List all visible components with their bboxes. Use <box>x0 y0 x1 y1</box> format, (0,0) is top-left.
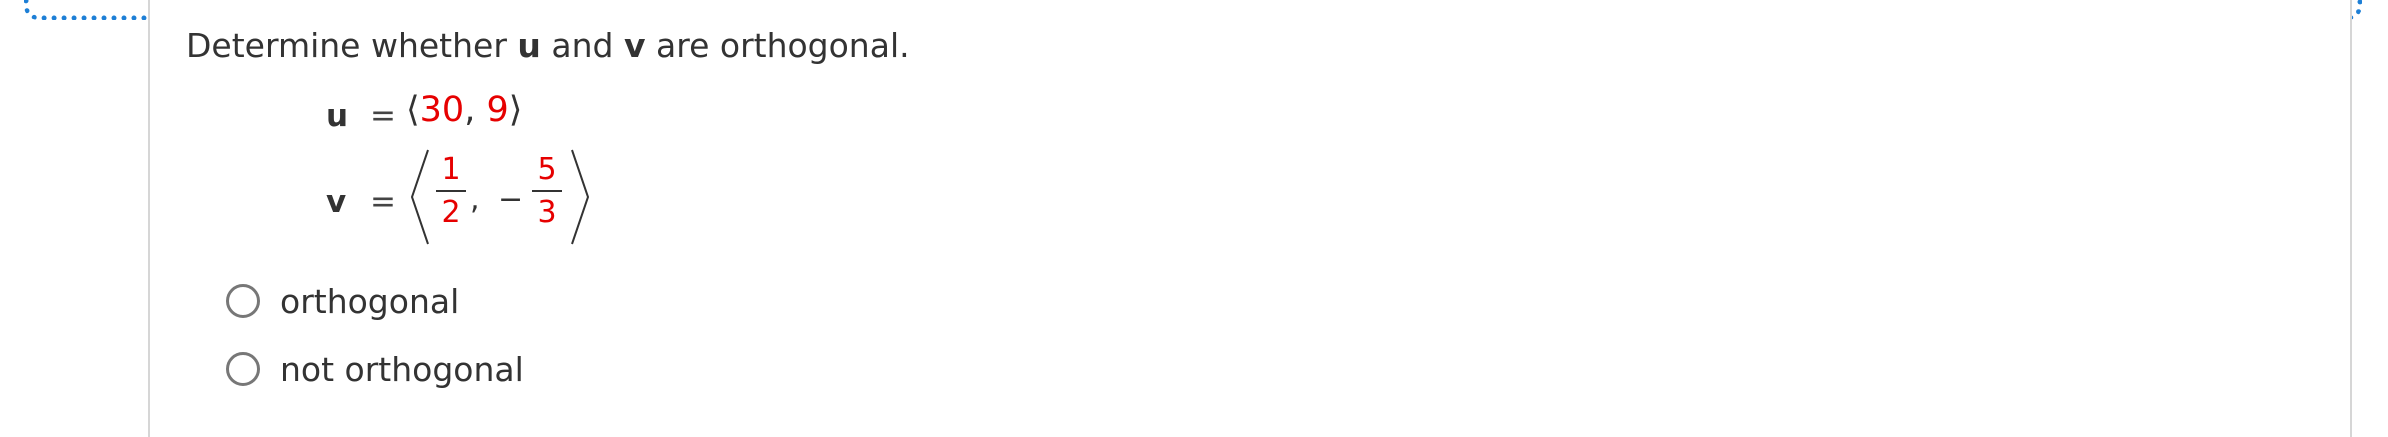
vector-v-close-bracket <box>571 149 590 245</box>
choice-orthogonal[interactable]: orthogonal <box>226 278 459 324</box>
choice-not-orthogonal[interactable]: not orthogonal <box>226 346 524 392</box>
vector-u-equals: = <box>370 98 396 134</box>
question-prefix: Determine whether <box>186 26 507 65</box>
vector-v-x-numerator: 1 <box>441 152 461 187</box>
vector-u-y: 9 <box>486 90 509 130</box>
vector-v-separator: , <box>470 182 480 217</box>
vector-v-minus-sign: − <box>498 182 524 217</box>
radio-circle-icon[interactable] <box>226 352 260 386</box>
vector-v-x-denominator: 2 <box>436 190 466 232</box>
vector-v-equals: = <box>370 184 396 220</box>
choice-orthogonal-label[interactable]: orthogonal <box>280 281 460 321</box>
radio-circle-icon[interactable] <box>226 284 260 318</box>
vector-v-y-denominator: 3 <box>532 190 562 232</box>
vector-v-y-numerator: 5 <box>537 152 557 187</box>
question-panel: Determine whether u and v are orthogonal… <box>148 0 2352 437</box>
question-u-label: u <box>517 26 541 65</box>
vector-u-label: u <box>326 98 349 134</box>
vector-v-label: v <box>326 184 347 220</box>
question-middle: and <box>551 26 614 65</box>
question-suffix: are orthogonal. <box>656 26 910 65</box>
vector-u-separator: , <box>464 90 487 130</box>
vector-u-x: 30 <box>419 90 465 130</box>
vector-u-close-bracket: ⟩ <box>508 90 523 130</box>
vector-v-y-fraction: 5 3 <box>532 150 562 232</box>
vector-u-open-bracket: ⟨ <box>406 90 420 130</box>
question-v-label: v <box>624 26 646 65</box>
question-text: Determine whether u and v are orthogonal… <box>186 24 910 68</box>
choice-not-orthogonal-label[interactable]: not orthogonal <box>280 349 524 389</box>
vector-v-open-bracket <box>410 149 429 245</box>
vector-v-x-fraction: 1 2 <box>436 150 466 232</box>
vector-u-value: ⟨30, 9⟩ <box>406 90 522 130</box>
